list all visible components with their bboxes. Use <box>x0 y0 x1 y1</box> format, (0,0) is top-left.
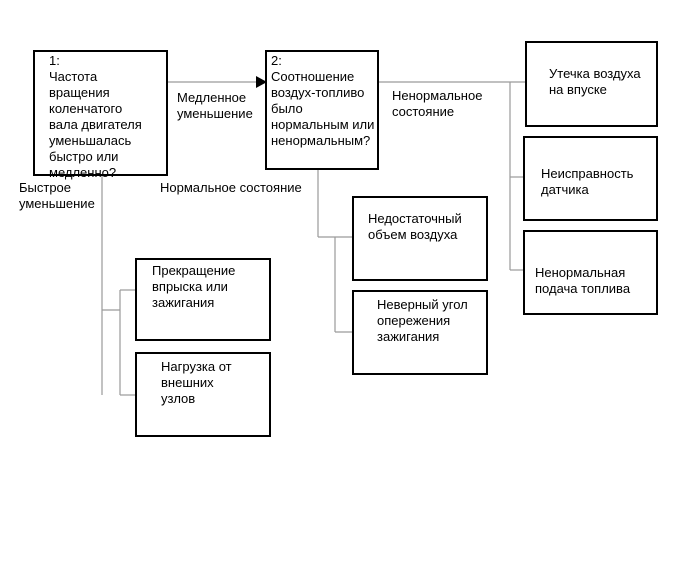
question-2-box: 2: Соотношение воздух-топливо было норма… <box>265 50 379 170</box>
fast-decrease-label: Быстрое уменьшение <box>19 180 95 211</box>
question-2-text: 2: Соотношение воздух-топливо было норма… <box>271 53 375 148</box>
injection-stop-text: Прекращение впрыска или зажигания <box>152 263 236 310</box>
intake-leak-box: Утечка воздуха на впуске <box>525 41 658 127</box>
question-1-text: 1: Частота вращения коленчатого вала дви… <box>49 53 142 180</box>
question-1-box: 1: Частота вращения коленчатого вала дви… <box>33 50 168 180</box>
fuel-supply-box: Ненормальная подача топлива <box>523 230 658 315</box>
fuel-supply-text: Ненормальная подача топлива <box>535 265 631 296</box>
sensor-fault-box: Неисправность датчика <box>523 136 658 221</box>
ignition-timing-text: Неверный угол опережения зажигания <box>377 297 468 344</box>
arrow-head <box>256 76 267 88</box>
intake-leak-text: Утечка воздуха на впуске <box>549 66 641 97</box>
air-volume-box: Недостаточный объем воздуха <box>352 196 488 281</box>
external-load-box: Нагрузка от внешних узлов <box>135 352 271 437</box>
ignition-timing-box: Неверный угол опережения зажигания <box>352 290 488 375</box>
abnormal-state-label: Ненормальное состояние <box>392 88 483 119</box>
injection-stop-box: Прекращение впрыска или зажигания <box>135 258 271 341</box>
external-load-text: Нагрузка от внешних узлов <box>161 359 232 406</box>
slow-decrease-label: Медленное уменьшение <box>177 90 253 121</box>
normal-state-label: Нормальное состояние <box>160 180 302 195</box>
sensor-fault-text: Неисправность датчика <box>541 166 634 197</box>
air-volume-text: Недостаточный объем воздуха <box>368 211 462 242</box>
